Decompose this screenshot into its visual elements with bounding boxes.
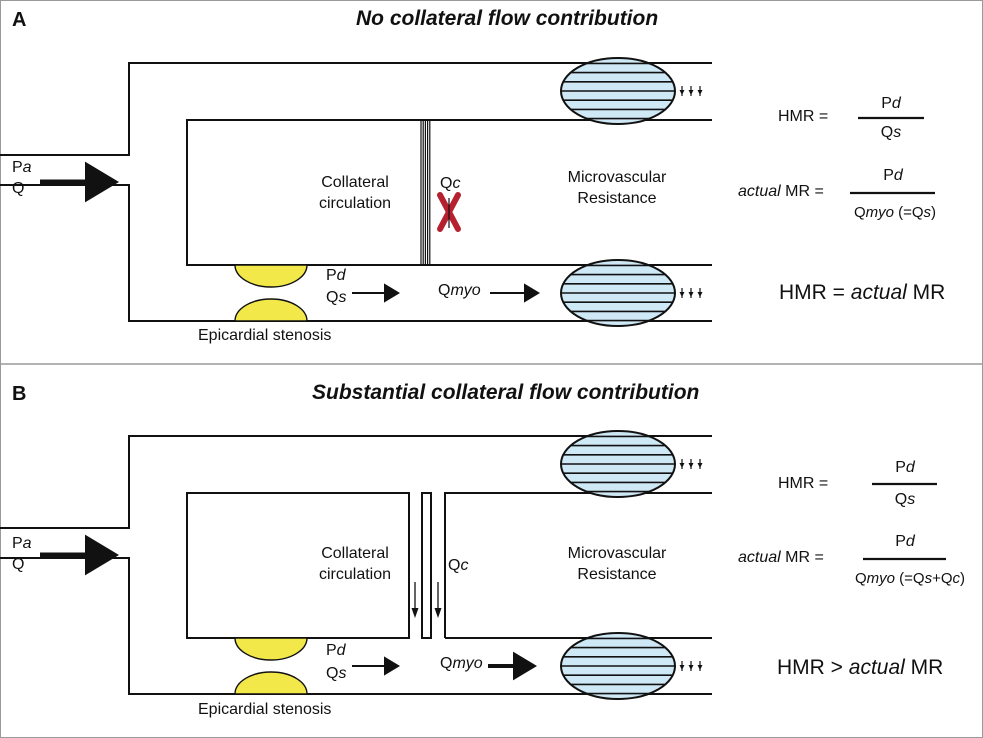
actual-mr-equation-lhs: actual MR = xyxy=(738,183,824,200)
microvessel-upper-outflow-arrow-head xyxy=(697,90,703,95)
panel-a-letter: A xyxy=(12,9,27,31)
actual-mr-numerator: Pd xyxy=(895,533,915,550)
epicardial-stenosis-upper xyxy=(234,264,308,288)
panel-a-conclusion: HMR = actual MR xyxy=(779,281,946,304)
vessel-lower-wall xyxy=(0,184,712,322)
panel-a-title: No collateral flow contribution xyxy=(356,7,659,30)
inflow-pressure-label: Pa xyxy=(12,535,32,552)
microvessel-upper-outline xyxy=(560,430,676,498)
microvessel-lower-outflow-arrow-head xyxy=(688,665,694,670)
panel-b-conclusion: HMR > actual MR xyxy=(777,656,944,679)
hmr-denominator: Qs xyxy=(880,124,902,141)
microvessel-lower-outline xyxy=(560,259,676,327)
microvessel-lower-outline xyxy=(560,632,676,700)
vessel-upper-wall xyxy=(0,435,712,529)
epicardial-stenosis-label: Epicardial stenosis xyxy=(198,701,332,718)
qmyo-arrow-head xyxy=(513,651,537,681)
inflow-arrow-head xyxy=(85,161,119,203)
inflow-flow-label: Q xyxy=(12,556,25,573)
epicardial-stenosis-upper xyxy=(234,637,308,661)
actual-mr-equation-lhs: actual MR = xyxy=(738,549,824,566)
microvessel-lower-outflow-arrow-head xyxy=(697,665,703,670)
qs-label: Qs xyxy=(326,289,347,306)
qmyo-arrow-head xyxy=(524,283,540,303)
qmyo-label: Qmyo xyxy=(438,282,481,299)
microvessel-upper-outflow-arrow-head xyxy=(697,463,703,468)
collateral-flow-arrow-head xyxy=(411,608,419,618)
microvessel-lower-outflow-arrow-head xyxy=(679,292,685,297)
hmr-equation-lhs: HMR = xyxy=(778,475,829,492)
hmr-equation-lhs: HMR = xyxy=(778,108,829,125)
epicardial-stenosis-lower xyxy=(234,671,308,695)
hmr-numerator: Pd xyxy=(895,459,915,476)
panel-b-title: Substantial collateral flow contribution xyxy=(312,381,700,404)
actual-mr-denominator: Qmyo (=Qs) xyxy=(853,204,937,221)
microvessel-lower-outflow-arrow-head xyxy=(697,292,703,297)
collateral-channel-open xyxy=(421,492,432,639)
collateral-flow-arrow-head xyxy=(434,608,442,618)
inflow-arrow-head xyxy=(85,534,119,576)
microvessel-upper-outflow-arrow-head xyxy=(688,463,694,468)
qmyo-label: Qmyo xyxy=(440,655,483,672)
collateral-box xyxy=(186,492,410,639)
microvessel-upper-outflow-arrow-head xyxy=(679,463,685,468)
inflow-pressure-label: Pa xyxy=(12,159,32,176)
qc-label: Qc xyxy=(440,175,461,192)
pd-qs-arrow-head xyxy=(384,283,400,303)
microvessel-lower-outflow-arrow-head xyxy=(679,665,685,670)
vessel-lower-wall xyxy=(0,557,712,695)
qs-label: Qs xyxy=(326,665,347,682)
pd-qs-arrow-head xyxy=(384,656,400,676)
epicardial-stenosis-label: Epicardial stenosis xyxy=(198,327,332,344)
hmr-numerator: Pd xyxy=(881,95,901,112)
microvessel-upper-outline xyxy=(560,57,676,125)
actual-mr-denominator: Qmyo (=Qs+Qc) xyxy=(854,570,966,587)
microvessel-upper-outflow-arrow-head xyxy=(688,90,694,95)
actual-mr-numerator: Pd xyxy=(883,167,903,184)
microvessel-upper-outflow-arrow-head xyxy=(679,90,685,95)
hmr-denominator: Qs xyxy=(894,491,916,508)
panel-b-letter: B xyxy=(12,383,27,405)
vessel-upper-wall xyxy=(0,62,712,156)
pd-label: Pd xyxy=(326,267,346,284)
pd-label: Pd xyxy=(326,642,346,659)
inflow-flow-label: Q xyxy=(12,180,25,197)
epicardial-stenosis-lower xyxy=(234,298,308,322)
microvessel-lower-outflow-arrow-head xyxy=(688,292,694,297)
qc-label: Qc xyxy=(448,557,469,574)
